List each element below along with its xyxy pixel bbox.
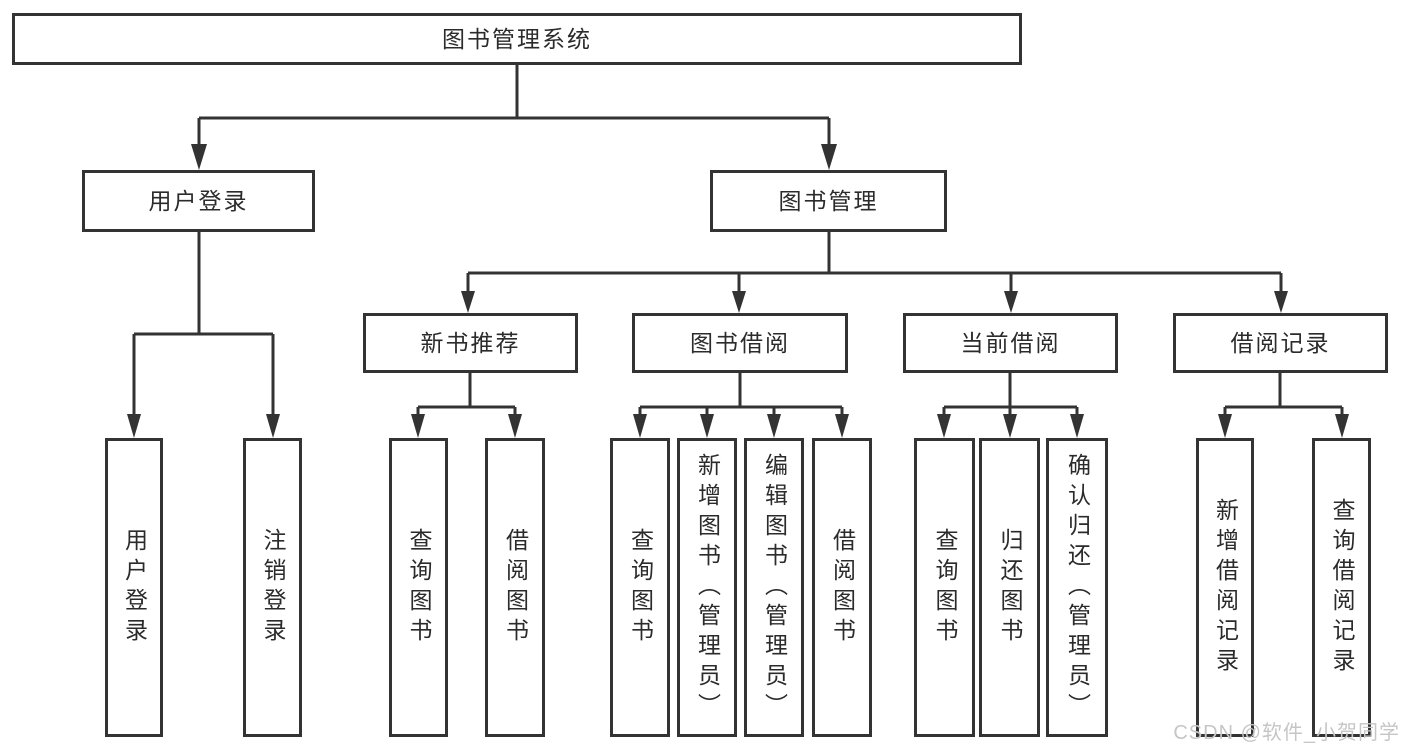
leaf-user-login-label: 用户登录 [121,527,148,648]
leaf-logout-label: 注销登录 [260,527,286,648]
leaf-add-borrow-record: 新增借阅记录 [1196,438,1254,737]
node-root: 图书管理系统 [12,13,1022,65]
leaf-add-borrow-record-label: 新增借阅记录 [1212,497,1239,678]
node-user-login: 用户登录 [82,170,315,232]
leaf-add-book-admin: 新增图书（管理员） [677,438,737,737]
leaf-return-book-label: 归还图书 [997,527,1023,648]
connector-stems [132,65,1344,416]
leaf-confirm-return-admin-label: 确认归还（管理员） [1064,452,1091,723]
leaf-edit-book-admin-label: 编辑图书（管理员） [761,452,788,723]
node-user-login-label: 用户登录 [148,187,249,214]
node-book-management: 图书管理 [710,170,947,232]
arrowheads [127,144,1349,438]
leaf-add-book-admin-label: 新增图书（管理员） [694,452,721,723]
node-borrow-records: 借阅记录 [1173,313,1388,373]
leaf-query-borrow-record: 查询借阅记录 [1312,438,1371,737]
node-book-borrow: 图书借阅 [632,313,848,373]
node-book-management-label: 图书管理 [778,187,879,214]
leaf-borrow-books-borrow: 借阅图书 [812,438,872,737]
node-borrow-records-label: 借阅记录 [1230,329,1331,356]
leaf-borrow-books-recommend: 借阅图书 [485,438,545,737]
leaf-query-books-borrow-label: 查询图书 [627,527,654,648]
leaf-confirm-return-admin: 确认归还（管理员） [1046,438,1108,737]
node-current-borrow: 当前借阅 [903,313,1118,373]
node-new-book-recommend-label: 新书推荐 [420,329,521,356]
leaf-query-books-current: 查询图书 [914,438,975,737]
leaf-logout: 注销登录 [243,438,302,737]
node-root-label: 图书管理系统 [442,25,592,52]
node-book-borrow-label: 图书借阅 [690,329,790,356]
leaf-query-books-recommend: 查询图书 [389,438,448,737]
leaf-query-books-borrow: 查询图书 [610,438,670,737]
leaf-query-borrow-record-label: 查询借阅记录 [1329,497,1355,678]
leaf-edit-book-admin: 编辑图书（管理员） [744,438,804,737]
leaf-return-book: 归还图书 [979,438,1040,737]
node-current-borrow-label: 当前借阅 [960,329,1061,356]
leaf-borrow-books-borrow-label: 借阅图书 [829,527,856,648]
leaf-borrow-books-recommend-label: 借阅图书 [502,527,529,648]
watermark: CSDN @软件_小贺同学 [1173,722,1400,744]
leaf-query-books-recommend-label: 查询图书 [406,527,432,648]
leaf-user-login: 用户登录 [105,438,163,737]
node-new-book-recommend: 新书推荐 [363,313,578,373]
leaf-query-books-current-label: 查询图书 [932,527,958,648]
